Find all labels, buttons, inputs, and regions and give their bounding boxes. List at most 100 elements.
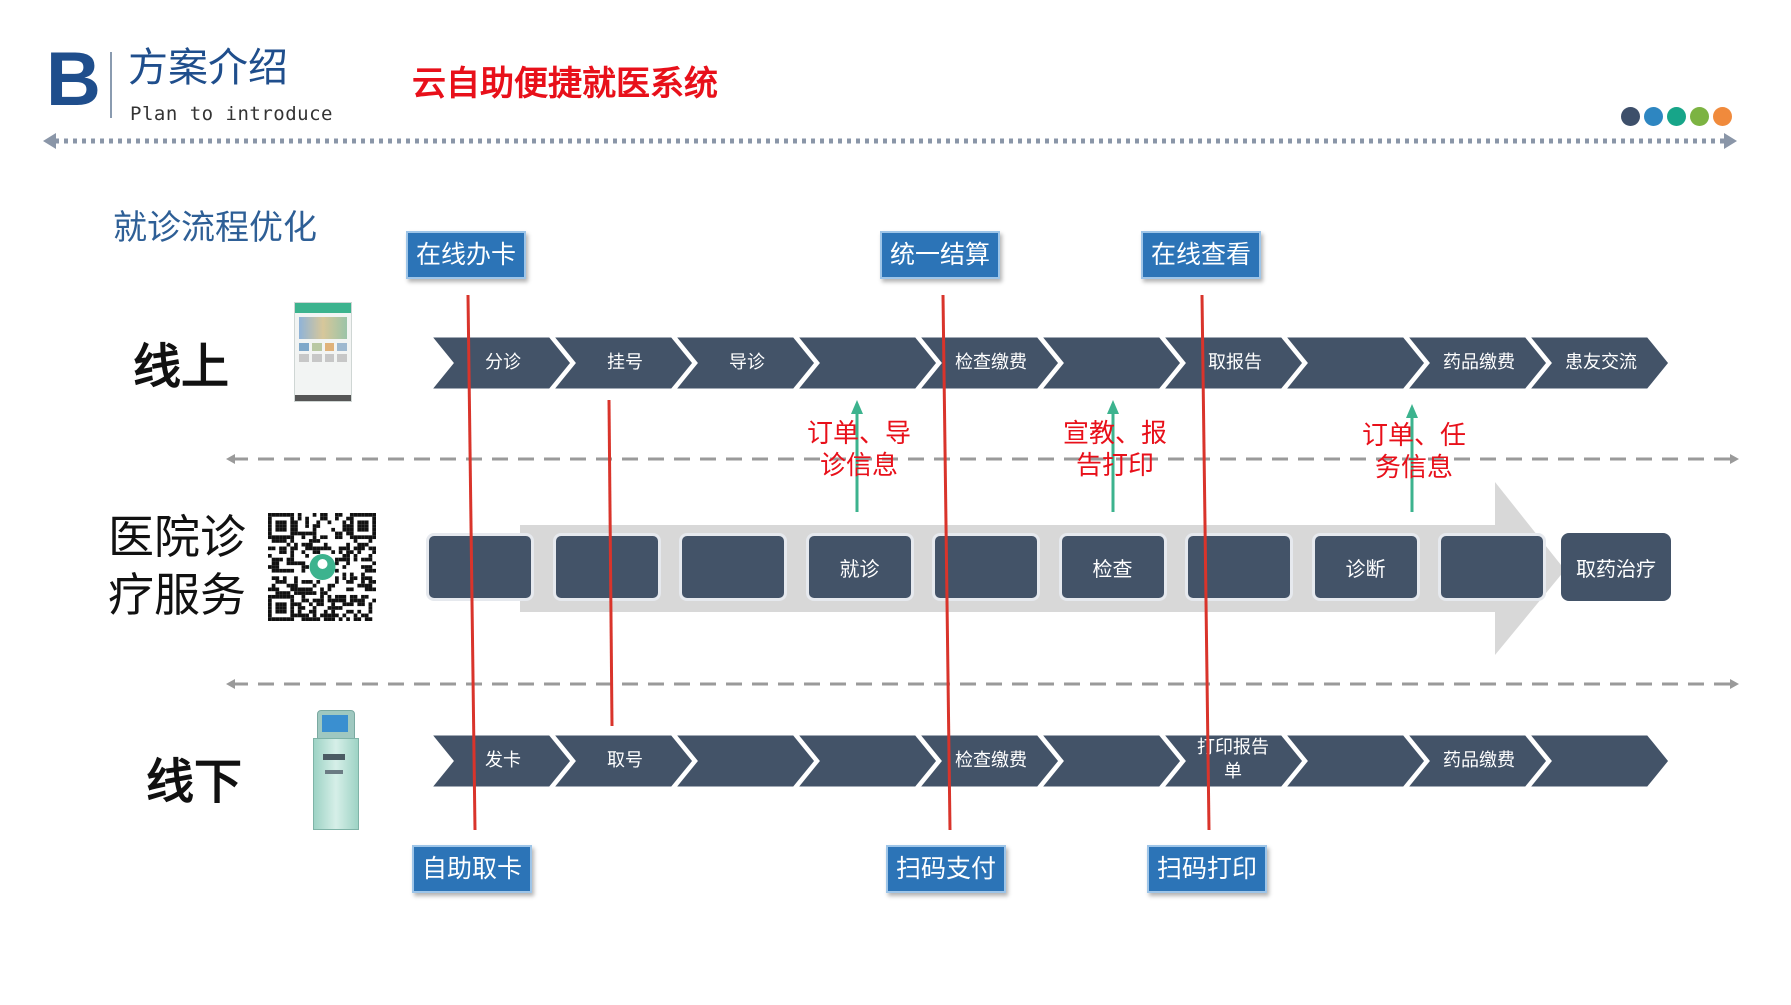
qr-module (305, 613, 309, 618)
tag-unified-settlement[interactable]: 统一结算 (880, 231, 1001, 279)
qr-module (320, 598, 324, 603)
tag-self-card[interactable]: 自助取卡 (412, 845, 533, 893)
offline-chevron-8 (1280, 732, 1428, 790)
qr-module (279, 535, 283, 540)
qr-module (335, 531, 339, 536)
qr-module (357, 527, 362, 532)
qr-module (361, 546, 365, 551)
qr-module (346, 546, 350, 551)
qr-module (331, 609, 336, 614)
qr-module (268, 565, 272, 569)
qr-module (275, 609, 280, 614)
qr-module (338, 557, 343, 562)
qr-module (346, 617, 350, 621)
qr-module (320, 546, 324, 551)
qr-module (308, 531, 313, 536)
qr-module (331, 606, 336, 610)
qr-module (294, 576, 298, 581)
qr-module (312, 591, 317, 595)
qr-module (316, 550, 321, 554)
qr-module (349, 587, 354, 592)
qr-module (301, 531, 306, 536)
qr-module (349, 520, 354, 525)
qr-module (271, 535, 276, 540)
qr-module (361, 527, 365, 532)
qr-module (368, 539, 373, 543)
tag-scan-pay[interactable]: 扫码支付 (886, 845, 1007, 893)
qr-module (342, 598, 347, 603)
qr-module (294, 531, 298, 536)
qr-module (327, 594, 332, 599)
qr-module (268, 524, 272, 528)
qr-module (297, 606, 302, 610)
qr-module (353, 539, 358, 543)
qr-module (286, 583, 291, 588)
qr-module (301, 568, 306, 573)
qr-module (368, 513, 373, 517)
section-title: 就诊流程优化 (113, 208, 317, 248)
note-3-line1: 订单、任 (1361, 421, 1466, 451)
online-chevron-row (426, 334, 1672, 392)
qr-module (301, 587, 306, 592)
qr-module (320, 594, 324, 599)
qr-module (275, 557, 280, 562)
qr-module (301, 535, 306, 540)
qr-module (335, 516, 339, 521)
qr-module (323, 516, 328, 521)
qr-module (361, 520, 365, 525)
qr-module (342, 572, 347, 577)
qr-module (294, 561, 298, 566)
qr-module (361, 580, 365, 584)
qr-module (342, 557, 347, 562)
dot-1 (1621, 107, 1640, 126)
qr-module (372, 524, 376, 528)
qr-module (290, 583, 295, 588)
qr-module (346, 550, 350, 554)
qr-module (361, 598, 365, 603)
qr-module (308, 609, 313, 614)
qr-module (357, 542, 362, 547)
qr-module (308, 591, 313, 595)
qr-module (286, 594, 291, 599)
qr-module (361, 583, 365, 588)
qr-module (290, 553, 295, 558)
tag-online-card[interactable]: 在线办卡 (406, 231, 527, 279)
qr-module (308, 602, 313, 607)
qr-module (349, 602, 354, 607)
qr-module (279, 580, 283, 584)
qr-module (372, 535, 376, 540)
qr-module (297, 602, 302, 607)
qr-module (338, 594, 343, 599)
qr-module (364, 583, 369, 588)
logo-letter: B (46, 37, 101, 122)
tag-scan-print[interactable]: 扫码打印 (1147, 845, 1268, 893)
tag-online-view[interactable]: 在线查看 (1141, 231, 1262, 279)
qr-module (297, 587, 302, 592)
online-chevron-2 (548, 334, 696, 392)
qr-module (346, 527, 350, 532)
qr-module (282, 546, 287, 551)
qr-module (297, 609, 302, 614)
qr-module (271, 594, 276, 599)
qr-module (268, 527, 272, 532)
qr-module (357, 535, 362, 540)
qr-module (349, 598, 354, 603)
offline-chevron-6 (1036, 732, 1184, 790)
qr-module (335, 598, 339, 603)
qr-module (282, 591, 287, 595)
qr-module (279, 539, 283, 543)
online-chevron-3 (670, 334, 818, 392)
qr-module (353, 613, 358, 618)
qr-module (335, 613, 339, 618)
qr-module (290, 513, 295, 517)
dot-5 (1713, 107, 1732, 126)
qr-module (279, 546, 283, 551)
qr-module (349, 609, 354, 614)
qr-module (361, 602, 365, 607)
qr-module (331, 550, 336, 554)
qr-module (305, 587, 309, 592)
qr-module (331, 613, 336, 618)
qr-module (316, 546, 321, 551)
qr-module (268, 546, 272, 551)
online-step-label-1: 分诊 (485, 352, 521, 373)
